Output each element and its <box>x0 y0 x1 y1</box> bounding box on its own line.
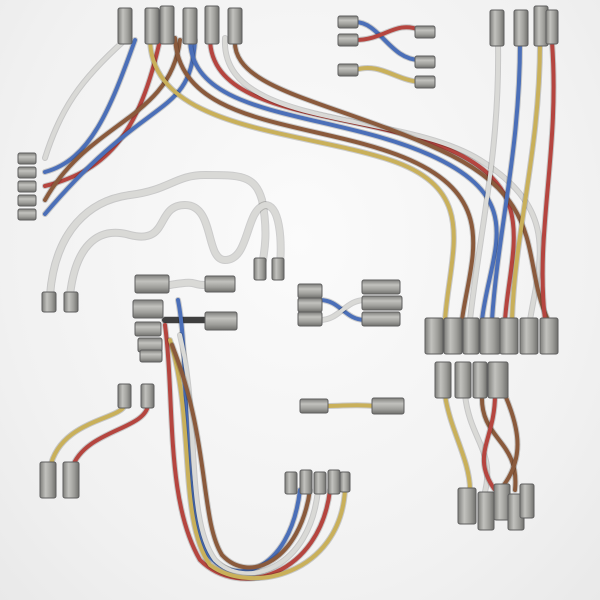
plug-twist-r3 <box>361 311 401 327</box>
plug-pair-t1 <box>117 383 132 409</box>
plug-u-1 <box>134 274 170 294</box>
plug-jumper-l <box>299 398 329 414</box>
plug-rb-7 <box>539 317 559 355</box>
plug-u-5 <box>134 321 162 337</box>
plug-top-3 <box>159 5 175 45</box>
wire-rb-brown2 <box>498 393 520 492</box>
plug-top-2 <box>144 7 160 45</box>
plug-u-b2 <box>299 469 313 495</box>
plug-rb-m4 <box>487 361 509 399</box>
plug-rb-6 <box>519 317 539 355</box>
wire-rb-yellow <box>443 393 472 492</box>
plug-left-1 <box>17 152 37 165</box>
plug-rb-1 <box>424 317 444 355</box>
plug-right-top-4 <box>545 9 559 45</box>
wire-cross-yellow <box>353 66 422 84</box>
plug-cross-r1 <box>414 25 436 39</box>
wire-u-red <box>163 323 332 581</box>
wire-twist-white <box>318 298 367 322</box>
plug-loop-1 <box>41 291 57 313</box>
wire-cross-red <box>353 25 422 42</box>
wire-top-brown2-right <box>232 36 550 322</box>
wires-layer <box>42 19 557 582</box>
plug-pair-b1 <box>39 461 57 499</box>
plug-u-2 <box>204 275 236 293</box>
wire-top-yellow-right <box>148 36 456 322</box>
wire-pair-red <box>70 403 150 470</box>
wire-loop-white-2 <box>67 202 284 298</box>
plug-right-top-2 <box>513 9 529 47</box>
plug-u-b1 <box>284 471 298 495</box>
wire-top-white-left <box>43 38 127 160</box>
plug-rb-b1 <box>457 487 477 525</box>
wire-top-blue2-left <box>43 38 197 216</box>
plug-u-b3 <box>313 471 327 495</box>
wire-loop-white-1 <box>47 172 269 298</box>
wire-top-white-right <box>222 36 542 322</box>
wire-rb-brown <box>479 393 518 492</box>
wire-u-top-white <box>167 279 208 288</box>
wire-right-yellow <box>510 40 542 322</box>
plug-right-top-1 <box>489 9 505 47</box>
wire-top-blue-right <box>188 36 499 322</box>
plug-twist-l3 <box>297 311 323 327</box>
plug-cross-r2 <box>414 55 436 69</box>
plug-u-4 <box>204 311 238 331</box>
plug-rb-m2 <box>454 361 472 399</box>
plug-top-6 <box>227 7 243 45</box>
plug-rb-5 <box>499 317 519 355</box>
wire-top-brown-left-outline <box>42 37 183 203</box>
plug-top-5 <box>204 5 220 45</box>
plug-rb-2 <box>443 317 463 355</box>
plug-top-4 <box>182 7 198 45</box>
wire-right-blue <box>490 40 522 322</box>
plug-pair-b2 <box>62 461 80 499</box>
plug-loop-3 <box>253 257 267 281</box>
wire-top-brown-right <box>173 36 476 322</box>
wire-rb-red <box>481 393 497 492</box>
plug-u-b5 <box>339 471 351 493</box>
wire-top-blue-left <box>43 38 137 174</box>
wire-pair-yellow <box>48 403 127 470</box>
plug-twist-r1 <box>361 279 401 295</box>
plug-top-1 <box>117 7 133 45</box>
plug-twist-r2 <box>361 295 403 311</box>
connectors-layer <box>17 5 559 531</box>
plug-loop-2 <box>63 291 79 313</box>
wire-jumper-yellow <box>323 403 377 408</box>
plug-cross-l1 <box>337 15 359 29</box>
wire-top-blue-left-outline <box>42 37 138 175</box>
plug-left-3 <box>17 180 37 193</box>
plug-u-7 <box>139 349 163 363</box>
plug-rb-m3 <box>472 361 488 399</box>
wire-top-brown-left <box>43 38 182 202</box>
plug-loop-4 <box>271 257 285 281</box>
wire-u-yellow <box>168 338 347 581</box>
plug-rb-b5 <box>519 483 535 519</box>
plug-twist-l2 <box>297 297 323 313</box>
plug-u-3 <box>132 299 164 319</box>
plug-left-5 <box>17 208 37 221</box>
plug-pair-t2 <box>140 383 155 409</box>
plug-left-4 <box>17 194 37 207</box>
plug-rb-b2 <box>477 491 495 531</box>
wire-right-white <box>468 40 501 322</box>
plug-cross-l2 <box>337 33 359 47</box>
plug-twist-l1 <box>297 283 323 299</box>
plug-cross-r3 <box>414 75 436 89</box>
plug-u-b4 <box>327 469 341 495</box>
plug-cross-l3 <box>337 63 359 77</box>
plug-jumper-r <box>371 397 405 415</box>
plug-rb-4 <box>479 317 501 355</box>
plug-rb-m1 <box>434 361 452 399</box>
wire-cross-blue <box>353 20 422 62</box>
wire-top-red-right <box>208 36 516 322</box>
plug-left-2 <box>17 166 37 179</box>
wire-u-brown <box>170 343 312 570</box>
wire-right-red <box>540 40 556 322</box>
plug-rb-3 <box>462 317 480 355</box>
